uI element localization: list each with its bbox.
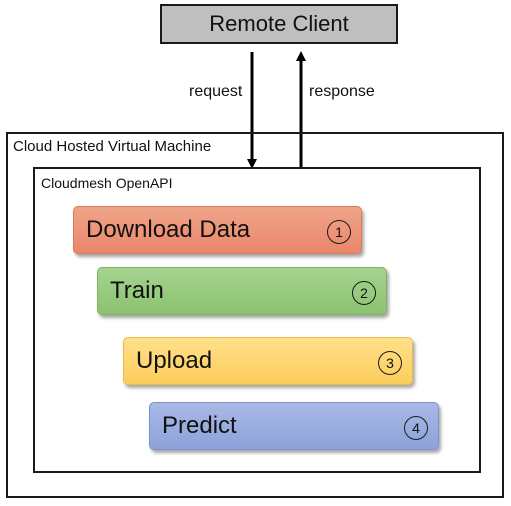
step-number-badge: 4 <box>404 416 428 440</box>
step-predict: Predict 4 <box>149 402 439 450</box>
virtual-machine-box <box>6 132 504 498</box>
step-number-badge: 3 <box>378 351 402 375</box>
step-label: Upload <box>136 347 213 374</box>
remote-client-box: Remote Client <box>160 4 398 44</box>
step-number-badge: 2 <box>352 281 376 305</box>
step-label: Train <box>110 277 164 304</box>
virtual-machine-title: Cloud Hosted Virtual Machine <box>13 138 212 155</box>
request-label: request <box>189 83 243 100</box>
remote-client-label: Remote Client <box>209 11 349 36</box>
step-upload: Upload 3 <box>123 337 413 385</box>
step-train: Train 2 <box>97 267 387 315</box>
openapi-box <box>33 167 481 473</box>
step-download-data: Download Data 1 <box>73 206 362 254</box>
step-number-badge: 1 <box>327 220 351 244</box>
step-label: Download Data <box>86 216 251 243</box>
openapi-title: Cloudmesh OpenAPI <box>41 175 173 191</box>
response-label: response <box>309 83 375 100</box>
step-label: Predict <box>162 412 237 439</box>
